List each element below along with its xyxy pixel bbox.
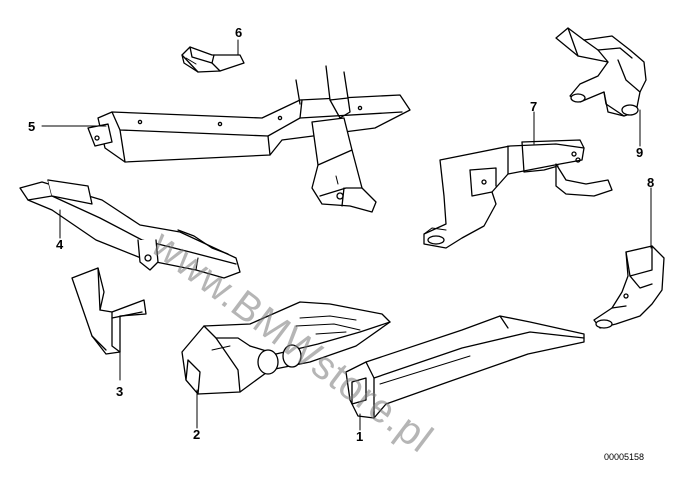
callout-6[interactable]: 6 — [235, 25, 243, 40]
part-4-rail-bracket — [19, 179, 241, 279]
callout-8[interactable]: 8 — [647, 175, 655, 190]
part-7-support-bracket — [423, 139, 613, 249]
diagram-id-label: 00005158 — [604, 452, 645, 462]
callout-1[interactable]: 1 — [356, 429, 364, 444]
callout-7[interactable]: 7 — [530, 99, 538, 114]
part-5-cross-member — [87, 65, 411, 213]
callout-5[interactable]: 5 — [28, 119, 36, 134]
part-3-vertical-bracket — [71, 267, 147, 355]
callout-2[interactable]: 2 — [193, 427, 201, 442]
part-8-bracket — [593, 245, 665, 329]
callout-9[interactable]: 9 — [636, 145, 644, 160]
leader-lines — [41, 39, 652, 431]
part-6-bracket — [181, 46, 245, 73]
callout-4[interactable]: 4 — [56, 237, 64, 252]
callout-3[interactable]: 3 — [116, 384, 124, 399]
part-2-support-with-holes — [181, 301, 391, 395]
part-9-clip — [555, 27, 647, 117]
part-1-long-channel — [345, 315, 585, 419]
